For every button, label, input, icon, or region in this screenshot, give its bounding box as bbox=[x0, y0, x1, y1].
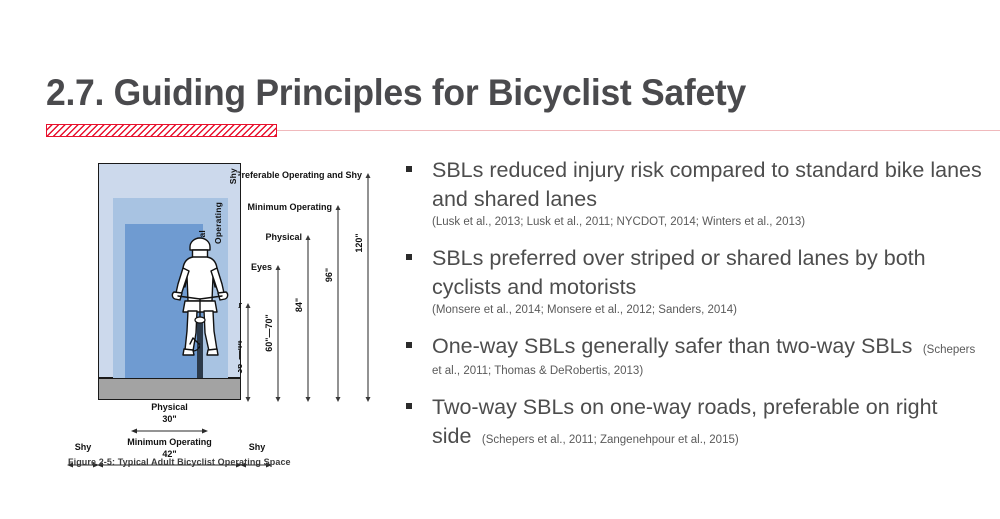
figure-caption: Figure 2-5: Typical Adult Bicyclist Oper… bbox=[68, 457, 291, 467]
cyclist-illustration bbox=[171, 237, 229, 389]
dim-value-minimum-operating: 96" bbox=[324, 268, 334, 282]
dim-value-handlebar: 36"—44" bbox=[238, 336, 244, 374]
bullet-square-icon bbox=[406, 166, 412, 172]
bullet-text: SBLs preferred over striped or shared la… bbox=[432, 246, 926, 299]
caption-minimum-operating-value: 42" bbox=[162, 449, 177, 459]
bullet-square-icon bbox=[406, 342, 412, 348]
bullet-text: One-way SBLs generally safer than two-wa… bbox=[432, 334, 913, 358]
bullet-square-icon bbox=[406, 403, 412, 409]
dim-value-preferable-operating-shy: 120" bbox=[354, 233, 364, 252]
bullet-citation: (Schepers et al., 2011; Zangenehpour et … bbox=[481, 434, 739, 446]
dim-label-physical: Physical bbox=[265, 232, 302, 242]
caption-minimum-operating-label: Minimum Operating bbox=[127, 437, 212, 447]
bullet-square-icon bbox=[406, 254, 412, 260]
page-title: 2.7. Guiding Principles for Bicyclist Sa… bbox=[46, 72, 746, 113]
label-shy-vertical: Shy bbox=[228, 168, 238, 185]
bicyclist-operating-space-figure: Shy Operating Physical bbox=[60, 155, 395, 485]
guiding-principles-list: SBLs reduced injury risk compared to sta… bbox=[402, 156, 982, 464]
bullet-citation: (Schepers et al., 2011; Thomas & DeRober… bbox=[432, 344, 976, 377]
caption-shy-left: Shy bbox=[74, 442, 92, 452]
title-rule-line bbox=[46, 130, 1000, 131]
dim-label-minimum-operating: Minimum Operating bbox=[247, 202, 332, 212]
bullet-citation: (Lusk et al., 2013; Lusk et al., 2011; N… bbox=[432, 216, 806, 228]
caption-physical-width-value: 30" bbox=[162, 414, 177, 424]
dim-value-physical: 84" bbox=[294, 298, 304, 312]
caption-physical-width-label: Physical bbox=[151, 402, 188, 412]
list-item: SBLs reduced injury risk compared to sta… bbox=[402, 156, 982, 231]
dim-label-preferable-operating-shy: Preferable Operating and Shy bbox=[238, 170, 362, 180]
title-accent-bar bbox=[46, 124, 277, 137]
bullet-text: Two-way SBLs on one-way roads, preferabl… bbox=[432, 395, 938, 448]
list-item: SBLs preferred over striped or shared la… bbox=[402, 244, 982, 319]
vertical-dimension-lines: Handlebar Eyes Physical Minimum Operatin… bbox=[238, 170, 371, 402]
bullet-text: SBLs reduced injury risk compared to sta… bbox=[432, 158, 982, 211]
caption-shy-right: Shy bbox=[248, 442, 266, 452]
list-item: One-way SBLs generally safer than two-wa… bbox=[402, 332, 982, 380]
dim-label-eyes: Eyes bbox=[251, 262, 272, 272]
list-item: Two-way SBLs on one-way roads, preferabl… bbox=[402, 393, 982, 451]
horizontal-dimension-lines bbox=[67, 428, 272, 468]
ground-surface bbox=[98, 378, 241, 400]
shy-space-box: Shy Operating Physical bbox=[98, 163, 241, 389]
dim-label-handlebar: Handlebar bbox=[238, 300, 242, 310]
dim-value-eyes: 60"—70" bbox=[264, 314, 274, 352]
bullet-citation: (Monsere et al., 2014; Monsere et al., 2… bbox=[432, 304, 737, 316]
